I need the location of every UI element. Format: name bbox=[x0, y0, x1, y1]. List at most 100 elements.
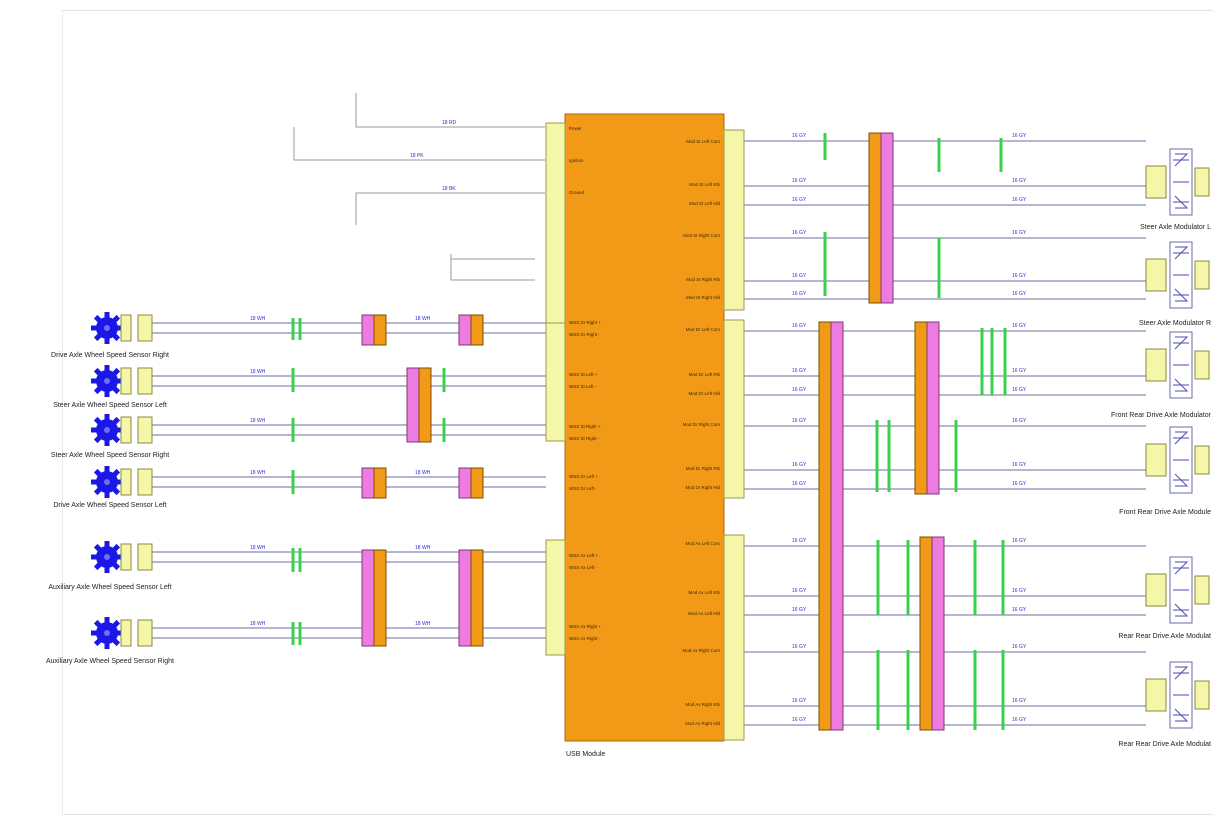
module-left-pin-label: WSS Ax Right + bbox=[569, 624, 602, 629]
modulator-valve-icon bbox=[1169, 426, 1193, 494]
module-connector-left-bottom bbox=[545, 539, 566, 656]
svg-text:18 PK: 18 PK bbox=[410, 153, 424, 159]
sensor-label: Auxiliary Axle Wheel Speed Sensor Left bbox=[48, 584, 171, 591]
module-connector-left-top bbox=[545, 122, 566, 324]
usb-module[interactable]: USB Module bbox=[564, 113, 725, 758]
module-left-pin-label: WSS Dr Right - bbox=[569, 332, 600, 337]
module-left-pin-label: WSS Dr Left + bbox=[569, 474, 598, 479]
module-right-pin-label: Mod Ax Left Rls bbox=[688, 590, 720, 595]
modulators: Steer Axle Modulator L Steer Axle Modulat… bbox=[1111, 148, 1212, 748]
module-right-pin-label: Mod Ax Right Com bbox=[682, 648, 720, 653]
svg-text:18 WH: 18 WH bbox=[415, 316, 431, 322]
svg-text:18 RD: 18 RD bbox=[442, 120, 457, 126]
wheel-speed-sensors: Drive Axle Wheel Speed Sensor RightSteer… bbox=[46, 312, 174, 665]
wheel-speed-sensor[interactable]: Auxiliary Axle Wheel Speed Sensor Left bbox=[48, 541, 172, 591]
svg-text:16 GY: 16 GY bbox=[1012, 273, 1027, 279]
modulator-label: Rear Rear Drive Axle Modulat bbox=[1118, 741, 1211, 748]
sensor-label: Steer Axle Wheel Speed Sensor Right bbox=[51, 452, 169, 459]
module-right-pin-label: Mod St Left Rls bbox=[689, 182, 721, 187]
module-right-pin-label: Mod Dr Left Com bbox=[686, 327, 721, 332]
module-right-pin-label: Mod St Right Com bbox=[683, 233, 720, 238]
module-connector-right-bottom bbox=[723, 534, 745, 741]
sensor-label: Drive Axle Wheel Speed Sensor Left bbox=[53, 502, 166, 509]
splice-marks bbox=[291, 133, 1007, 730]
sensor-gear-icon bbox=[91, 414, 123, 446]
svg-text:18 WH: 18 WH bbox=[250, 470, 266, 476]
abs-modulator[interactable]: Front Rear Drive Axle Module bbox=[1119, 426, 1211, 516]
sensor-gear-icon bbox=[91, 466, 123, 498]
wheel-speed-sensor[interactable]: Auxiliary Axle Wheel Speed Sensor Right bbox=[46, 617, 174, 665]
module-left-pin-label: Power bbox=[569, 126, 582, 131]
module-right-pin-label: Mod Dr Right Hld bbox=[685, 485, 720, 490]
svg-text:18 WH: 18 WH bbox=[415, 621, 431, 627]
module-right-pin-label: Mod St Left Com bbox=[686, 139, 720, 144]
svg-text:18 WH: 18 WH bbox=[250, 369, 266, 375]
svg-text:16 GY: 16 GY bbox=[1012, 698, 1027, 704]
svg-text:16 GY: 16 GY bbox=[1012, 368, 1027, 374]
abs-modulator[interactable]: Rear Rear Drive Axle Modulat bbox=[1118, 661, 1211, 748]
modulator-valve-icon bbox=[1169, 331, 1193, 399]
svg-text:18 WH: 18 WH bbox=[250, 418, 266, 424]
svg-text:16 GY: 16 GY bbox=[1012, 418, 1027, 424]
svg-text:16 GY: 16 GY bbox=[792, 588, 807, 594]
abs-modulator[interactable]: Steer Axle Modulator R bbox=[1139, 241, 1211, 327]
power-feed-wires: 18 RD 18 PK 18 BK bbox=[293, 93, 545, 281]
svg-text:16 GY: 16 GY bbox=[792, 368, 807, 374]
svg-text:16 GY: 16 GY bbox=[1012, 462, 1027, 468]
wheel-speed-sensor[interactable]: Drive Axle Wheel Speed Sensor Left bbox=[53, 466, 167, 509]
module-connector-right-mid bbox=[723, 319, 745, 499]
module-left-pin-label: WSS Dr Left - bbox=[569, 486, 597, 491]
abs-modulator[interactable]: Steer Axle Modulator L bbox=[1140, 148, 1211, 231]
module-connector-right-top bbox=[723, 129, 745, 311]
module-left-pin-label: WSS Dr Right + bbox=[569, 320, 601, 325]
wheel-speed-sensor[interactable]: Steer Axle Wheel Speed Sensor Right bbox=[51, 414, 169, 459]
abs-modulator[interactable]: Rear Rear Drive Axle Modulat bbox=[1118, 556, 1211, 640]
sensor-wires: 18 WH 18 WH 18 WH 18 WH 18 WH 18 WH 18 WH 18 WH… bbox=[152, 316, 546, 639]
sensor-gear-icon bbox=[91, 312, 123, 344]
right-inline-connectors bbox=[818, 132, 945, 731]
svg-text:16 GY: 16 GY bbox=[792, 133, 807, 139]
module-left-pin-label: Ground bbox=[569, 190, 585, 195]
svg-text:16 GY: 16 GY bbox=[792, 230, 807, 236]
sensor-gear-icon bbox=[91, 365, 123, 397]
modulator-valve-icon bbox=[1169, 556, 1193, 624]
module-left-pin-label: WSS Ax Left - bbox=[569, 565, 598, 570]
svg-text:16 GY: 16 GY bbox=[1012, 230, 1027, 236]
svg-text:16 GY: 16 GY bbox=[792, 698, 807, 704]
svg-text:16 GY: 16 GY bbox=[1012, 607, 1027, 613]
module-connector-left-mid bbox=[545, 322, 566, 442]
sensor-gear-icon bbox=[91, 541, 123, 573]
module-right-pin-label: Mod Dr Right Rls bbox=[686, 466, 721, 471]
svg-text:18 WH: 18 WH bbox=[250, 545, 266, 551]
drawing-frame bbox=[62, 10, 1213, 815]
module-left-pin-label: WSS St Right + bbox=[569, 424, 601, 429]
module-right-pin-label: Mod St Right Hld bbox=[686, 295, 721, 300]
svg-text:16 GY: 16 GY bbox=[1012, 178, 1027, 184]
modulator-valve-icon bbox=[1169, 661, 1193, 729]
svg-text:16 GY: 16 GY bbox=[792, 644, 807, 650]
svg-text:16 GY: 16 GY bbox=[792, 538, 807, 544]
module-right-pin-label: Mod St Right Rls bbox=[686, 277, 721, 282]
svg-text:18 WH: 18 WH bbox=[415, 470, 431, 476]
wheel-speed-sensor[interactable]: Drive Axle Wheel Speed Sensor Right bbox=[51, 312, 169, 359]
wheel-speed-sensor[interactable]: Steer Axle Wheel Speed Sensor Left bbox=[53, 365, 167, 409]
modulator-wires: 16 GY 16 GY 16 GY 16 GY 16 GY 16 GY 16 GY 16 GY… bbox=[744, 133, 1146, 726]
module-left-pin-label: WSS St Left - bbox=[569, 384, 597, 389]
svg-text:18 WH: 18 WH bbox=[250, 621, 266, 627]
svg-text:16 GY: 16 GY bbox=[1012, 717, 1027, 723]
svg-text:18 BK: 18 BK bbox=[442, 186, 456, 192]
modulator-label: Steer Axle Modulator R bbox=[1139, 320, 1211, 327]
svg-text:18 WH: 18 WH bbox=[250, 316, 266, 322]
svg-text:16 GY: 16 GY bbox=[1012, 197, 1027, 203]
svg-text:16 GY: 16 GY bbox=[1012, 323, 1027, 329]
svg-text:16 GY: 16 GY bbox=[1012, 481, 1027, 487]
sensor-label: Steer Axle Wheel Speed Sensor Left bbox=[53, 402, 167, 409]
module-left-pin-label: WSS Ax Left + bbox=[569, 553, 599, 558]
modulator-label: Front Rear Drive Axle Module bbox=[1119, 509, 1211, 516]
modulator-label: Front Rear Drive Axle Modulator bbox=[1111, 412, 1212, 419]
abs-modulator[interactable]: Front Rear Drive Axle Modulator bbox=[1111, 331, 1212, 419]
svg-text:16 GY: 16 GY bbox=[792, 197, 807, 203]
svg-text:16 GY: 16 GY bbox=[1012, 644, 1027, 650]
